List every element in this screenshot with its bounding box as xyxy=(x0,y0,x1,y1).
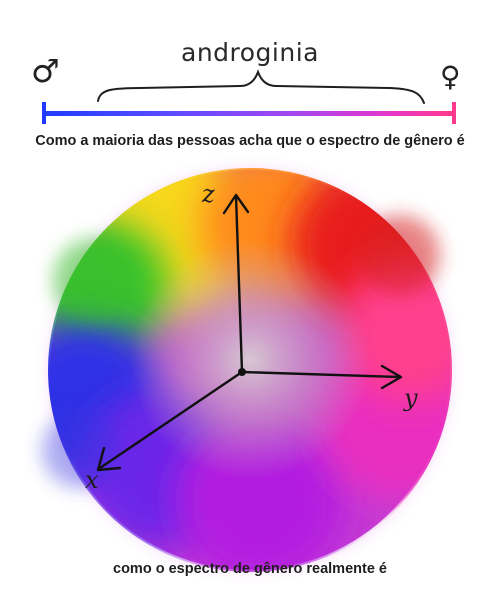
androgyny-brace xyxy=(97,69,425,104)
spectrum-right-cap xyxy=(452,102,456,124)
y-axis-arrowhead xyxy=(380,364,403,390)
z-axis-arrowhead xyxy=(222,193,250,215)
x-axis-arrowhead xyxy=(96,446,122,472)
origin-dot xyxy=(238,368,246,376)
z-axis-label: z xyxy=(202,180,215,208)
y-axis-label: y xyxy=(404,384,418,412)
x-axis-label: x xyxy=(85,466,99,494)
androgyny-title: androginia xyxy=(181,38,319,67)
axes-3d xyxy=(96,193,403,472)
spectrum-left-cap xyxy=(42,102,46,124)
male-symbol-icon: ♂ xyxy=(31,52,60,90)
female-symbol-icon: ♀ xyxy=(440,60,461,93)
y-axis-line xyxy=(240,370,402,379)
gender-spectrum-line xyxy=(44,111,454,116)
x-axis-line xyxy=(98,370,244,470)
caption-reality: como o espectro de gênero realmente é xyxy=(113,561,387,577)
caption-common-belief: Como a maioria das pessoas acha que o es… xyxy=(35,133,465,149)
z-axis-line xyxy=(234,194,244,374)
